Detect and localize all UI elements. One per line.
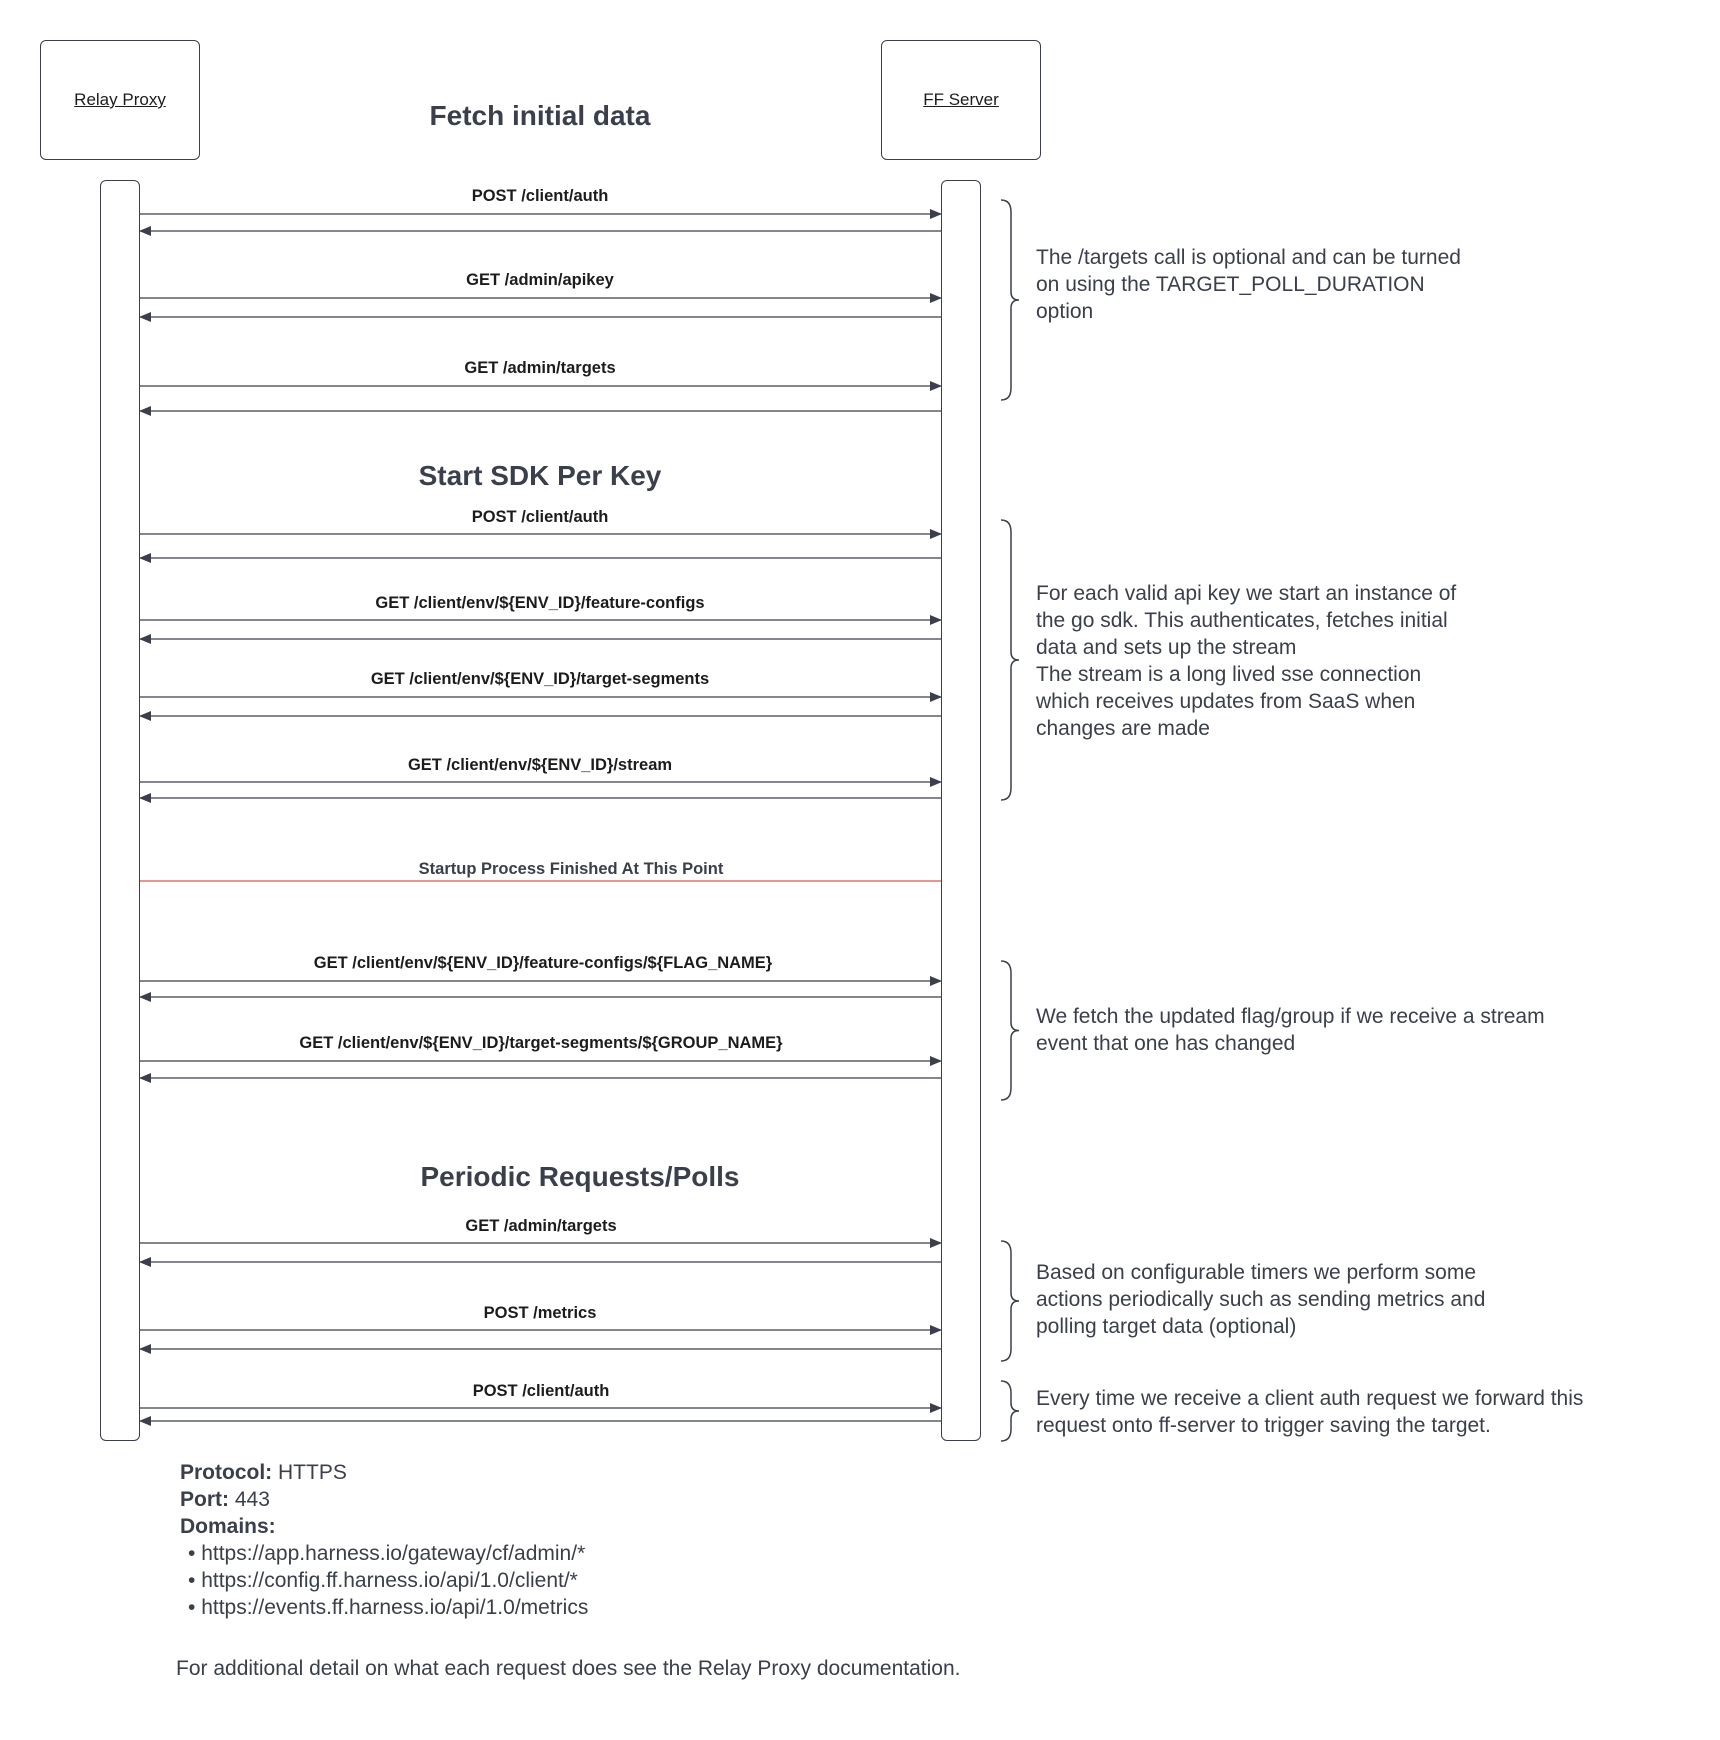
note-brace — [1000, 960, 1020, 1101]
domain-url: https://config.ff.harness.io/api/1.0/cli… — [201, 1569, 578, 1592]
documentation-note: For additional detail on what each reque… — [176, 1657, 961, 1680]
section-title-fetch-initial: Fetch initial data — [429, 100, 651, 131]
port-value: 443 — [234, 1488, 270, 1511]
note-stream-updates: We fetch the updated flag/group if we re… — [1036, 1005, 1545, 1055]
section-title-periodic: Periodic Requests/Polls — [420, 1161, 740, 1192]
message-label: POST /client/auth — [471, 187, 609, 205]
note-brace — [1000, 1240, 1020, 1362]
ff-server-lifeline — [941, 180, 981, 1441]
ff-server-label: FF Server — [923, 90, 999, 109]
relay-proxy-lifeline — [100, 180, 140, 1441]
message-label: GET /admin/targets — [465, 1217, 617, 1235]
note-brace — [1000, 519, 1020, 801]
message-label: GET /client/env/${ENV_ID}/feature-config… — [375, 594, 705, 612]
message-label: POST /client/auth — [471, 508, 609, 526]
note-client-auth: Every time we receive a client auth requ… — [1036, 1387, 1584, 1437]
domain-item: • https://app.harness.io/gateway/cf/admi… — [188, 1542, 586, 1565]
message-label: POST /metrics — [483, 1304, 597, 1322]
message-label: GET /client/env/${ENV_ID}/stream — [407, 756, 673, 774]
message-label: GET /client/env/${ENV_ID}/target-segment… — [299, 1034, 783, 1052]
relay-proxy-actor: Relay Proxy — [40, 40, 200, 160]
note-periodic: Based on configurable timers we perform … — [1036, 1261, 1486, 1338]
protocol-value: HTTPS — [278, 1461, 347, 1484]
startup-marker-label: Startup Process Finished At This Point — [418, 860, 724, 878]
domain-item: • https://events.ff.harness.io/api/1.0/m… — [188, 1596, 589, 1619]
relay-proxy-label: Relay Proxy — [74, 90, 166, 109]
protocol-label: Protocol: — [180, 1461, 273, 1484]
note-targets-optional: The /targets call is optional and can be… — [1036, 246, 1461, 323]
note-start-sdk: For each valid api key we start an insta… — [1036, 582, 1457, 740]
section-title-start-sdk: Start SDK Per Key — [418, 460, 662, 491]
domains-label: Domains: — [180, 1515, 276, 1538]
port-label: Port: — [180, 1488, 229, 1511]
domain-item: • https://config.ff.harness.io/api/1.0/c… — [188, 1569, 578, 1592]
protocol-info: Protocol: HTTPS Port: 443 Domains: • htt… — [180, 1459, 588, 1621]
note-brace — [1000, 1380, 1020, 1442]
domain-url: https://events.ff.harness.io/api/1.0/met… — [201, 1596, 589, 1619]
message-label: GET /client/env/${ENV_ID}/target-segment… — [370, 670, 710, 688]
ff-server-actor: FF Server — [881, 40, 1041, 160]
message-label: POST /client/auth — [472, 1382, 610, 1400]
note-brace — [1000, 199, 1020, 401]
message-label: GET /admin/targets — [464, 359, 616, 377]
message-label: GET /admin/apikey — [466, 271, 614, 289]
domain-url: https://app.harness.io/gateway/cf/admin/… — [201, 1542, 586, 1565]
message-label: GET /client/env/${ENV_ID}/feature-config… — [313, 954, 773, 972]
